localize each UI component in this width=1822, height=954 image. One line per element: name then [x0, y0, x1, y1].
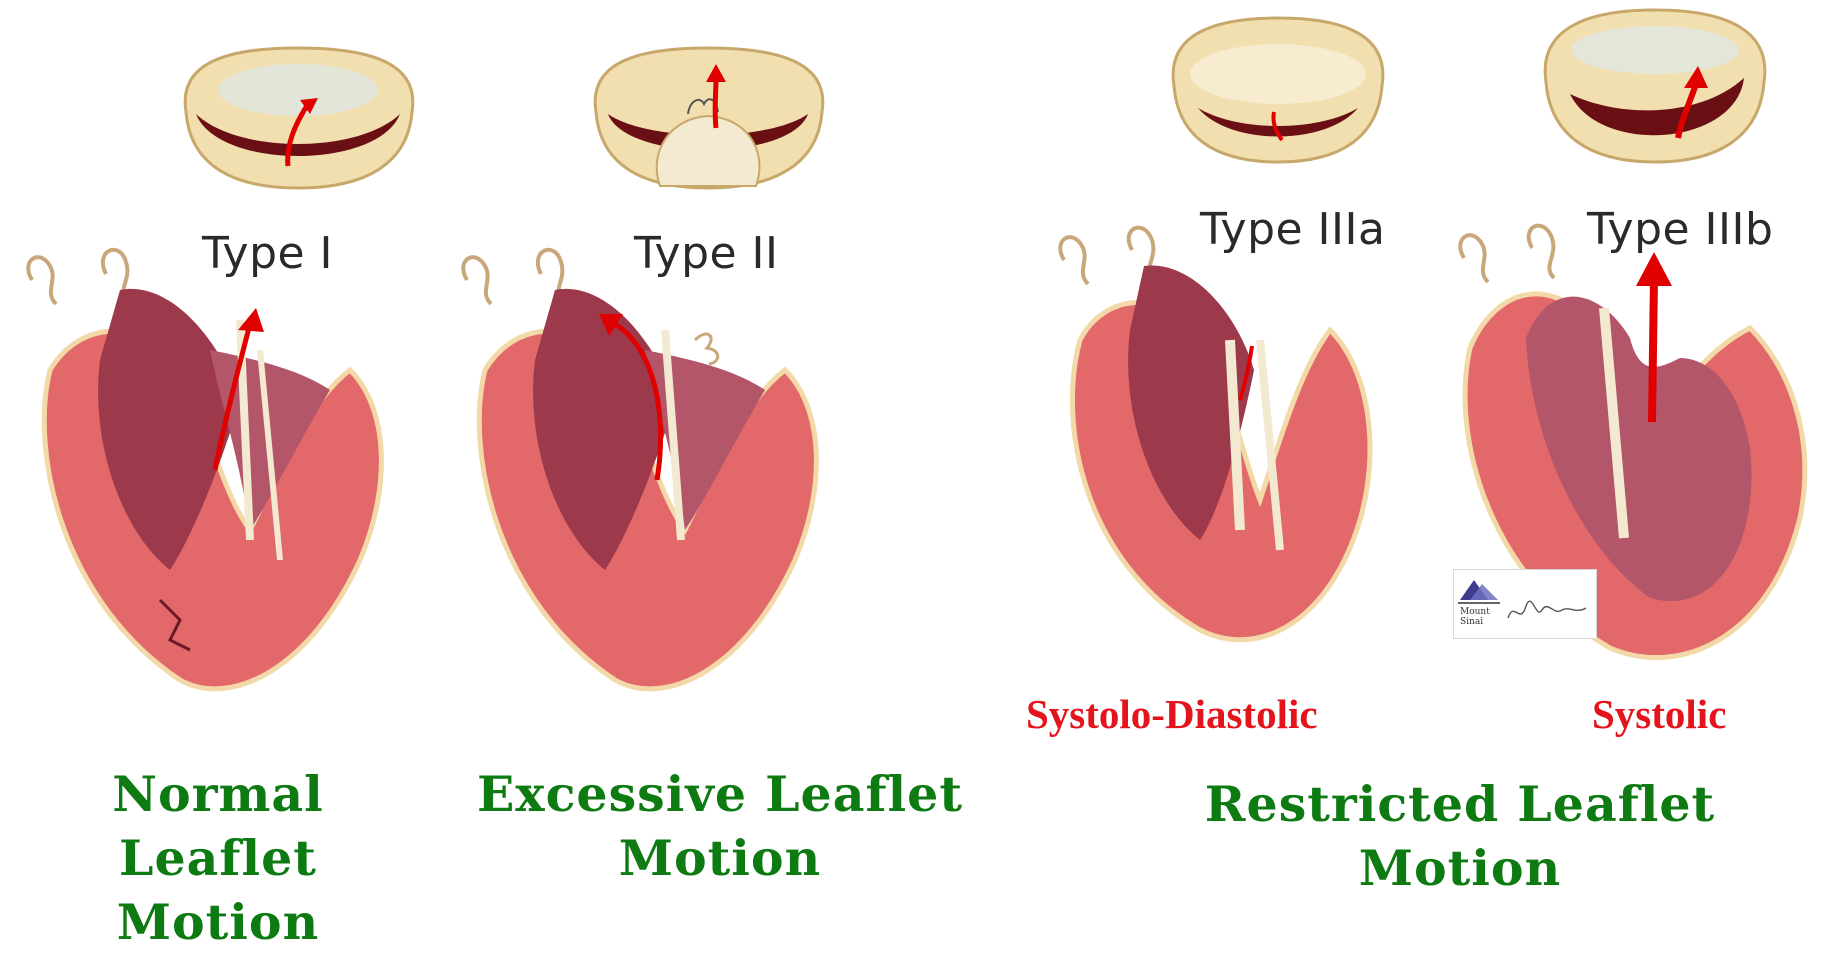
category-label-line-1: Restricted Leaflet	[1190, 772, 1730, 836]
heart-cross-section-type-iiia	[1040, 220, 1400, 670]
phase-label-systolo-diastolic: Systolo-Diastolic	[1026, 690, 1318, 738]
valve-top-view-type-iiib	[1530, 6, 1780, 166]
logo-text-sinai: Sinai	[1460, 617, 1483, 627]
category-label-line-2: Motion	[470, 826, 970, 890]
category-label-line-2: Motion	[1190, 836, 1730, 900]
phase-label-systolic: Systolic	[1592, 690, 1726, 738]
valve-top-view-type-i	[168, 42, 428, 192]
mount-sinai-logo: Mount Sinai	[1453, 569, 1597, 639]
category-label-restricted-leaflet-motion: Restricted Leaflet Motion	[1190, 772, 1730, 900]
category-label-line-1: Normal Leaflet	[8, 762, 428, 890]
heart-cross-section-type-i	[10, 240, 410, 710]
category-label-normal-leaflet-motion: Normal Leaflet Motion	[8, 762, 428, 954]
heart-cross-section-type-ii	[445, 240, 845, 710]
valve-top-view-type-iiia	[1158, 14, 1398, 164]
mount-sinai-mountain-icon: Mount Sinai	[1454, 570, 1596, 638]
category-label-line-2: Motion	[8, 890, 428, 954]
category-label-line-1: Excessive Leaflet	[470, 762, 970, 826]
category-label-excessive-leaflet-motion: Excessive Leaflet Motion	[470, 762, 970, 890]
logo-text-mount: Mount	[1460, 607, 1490, 617]
valve-top-view-type-ii	[578, 42, 838, 192]
